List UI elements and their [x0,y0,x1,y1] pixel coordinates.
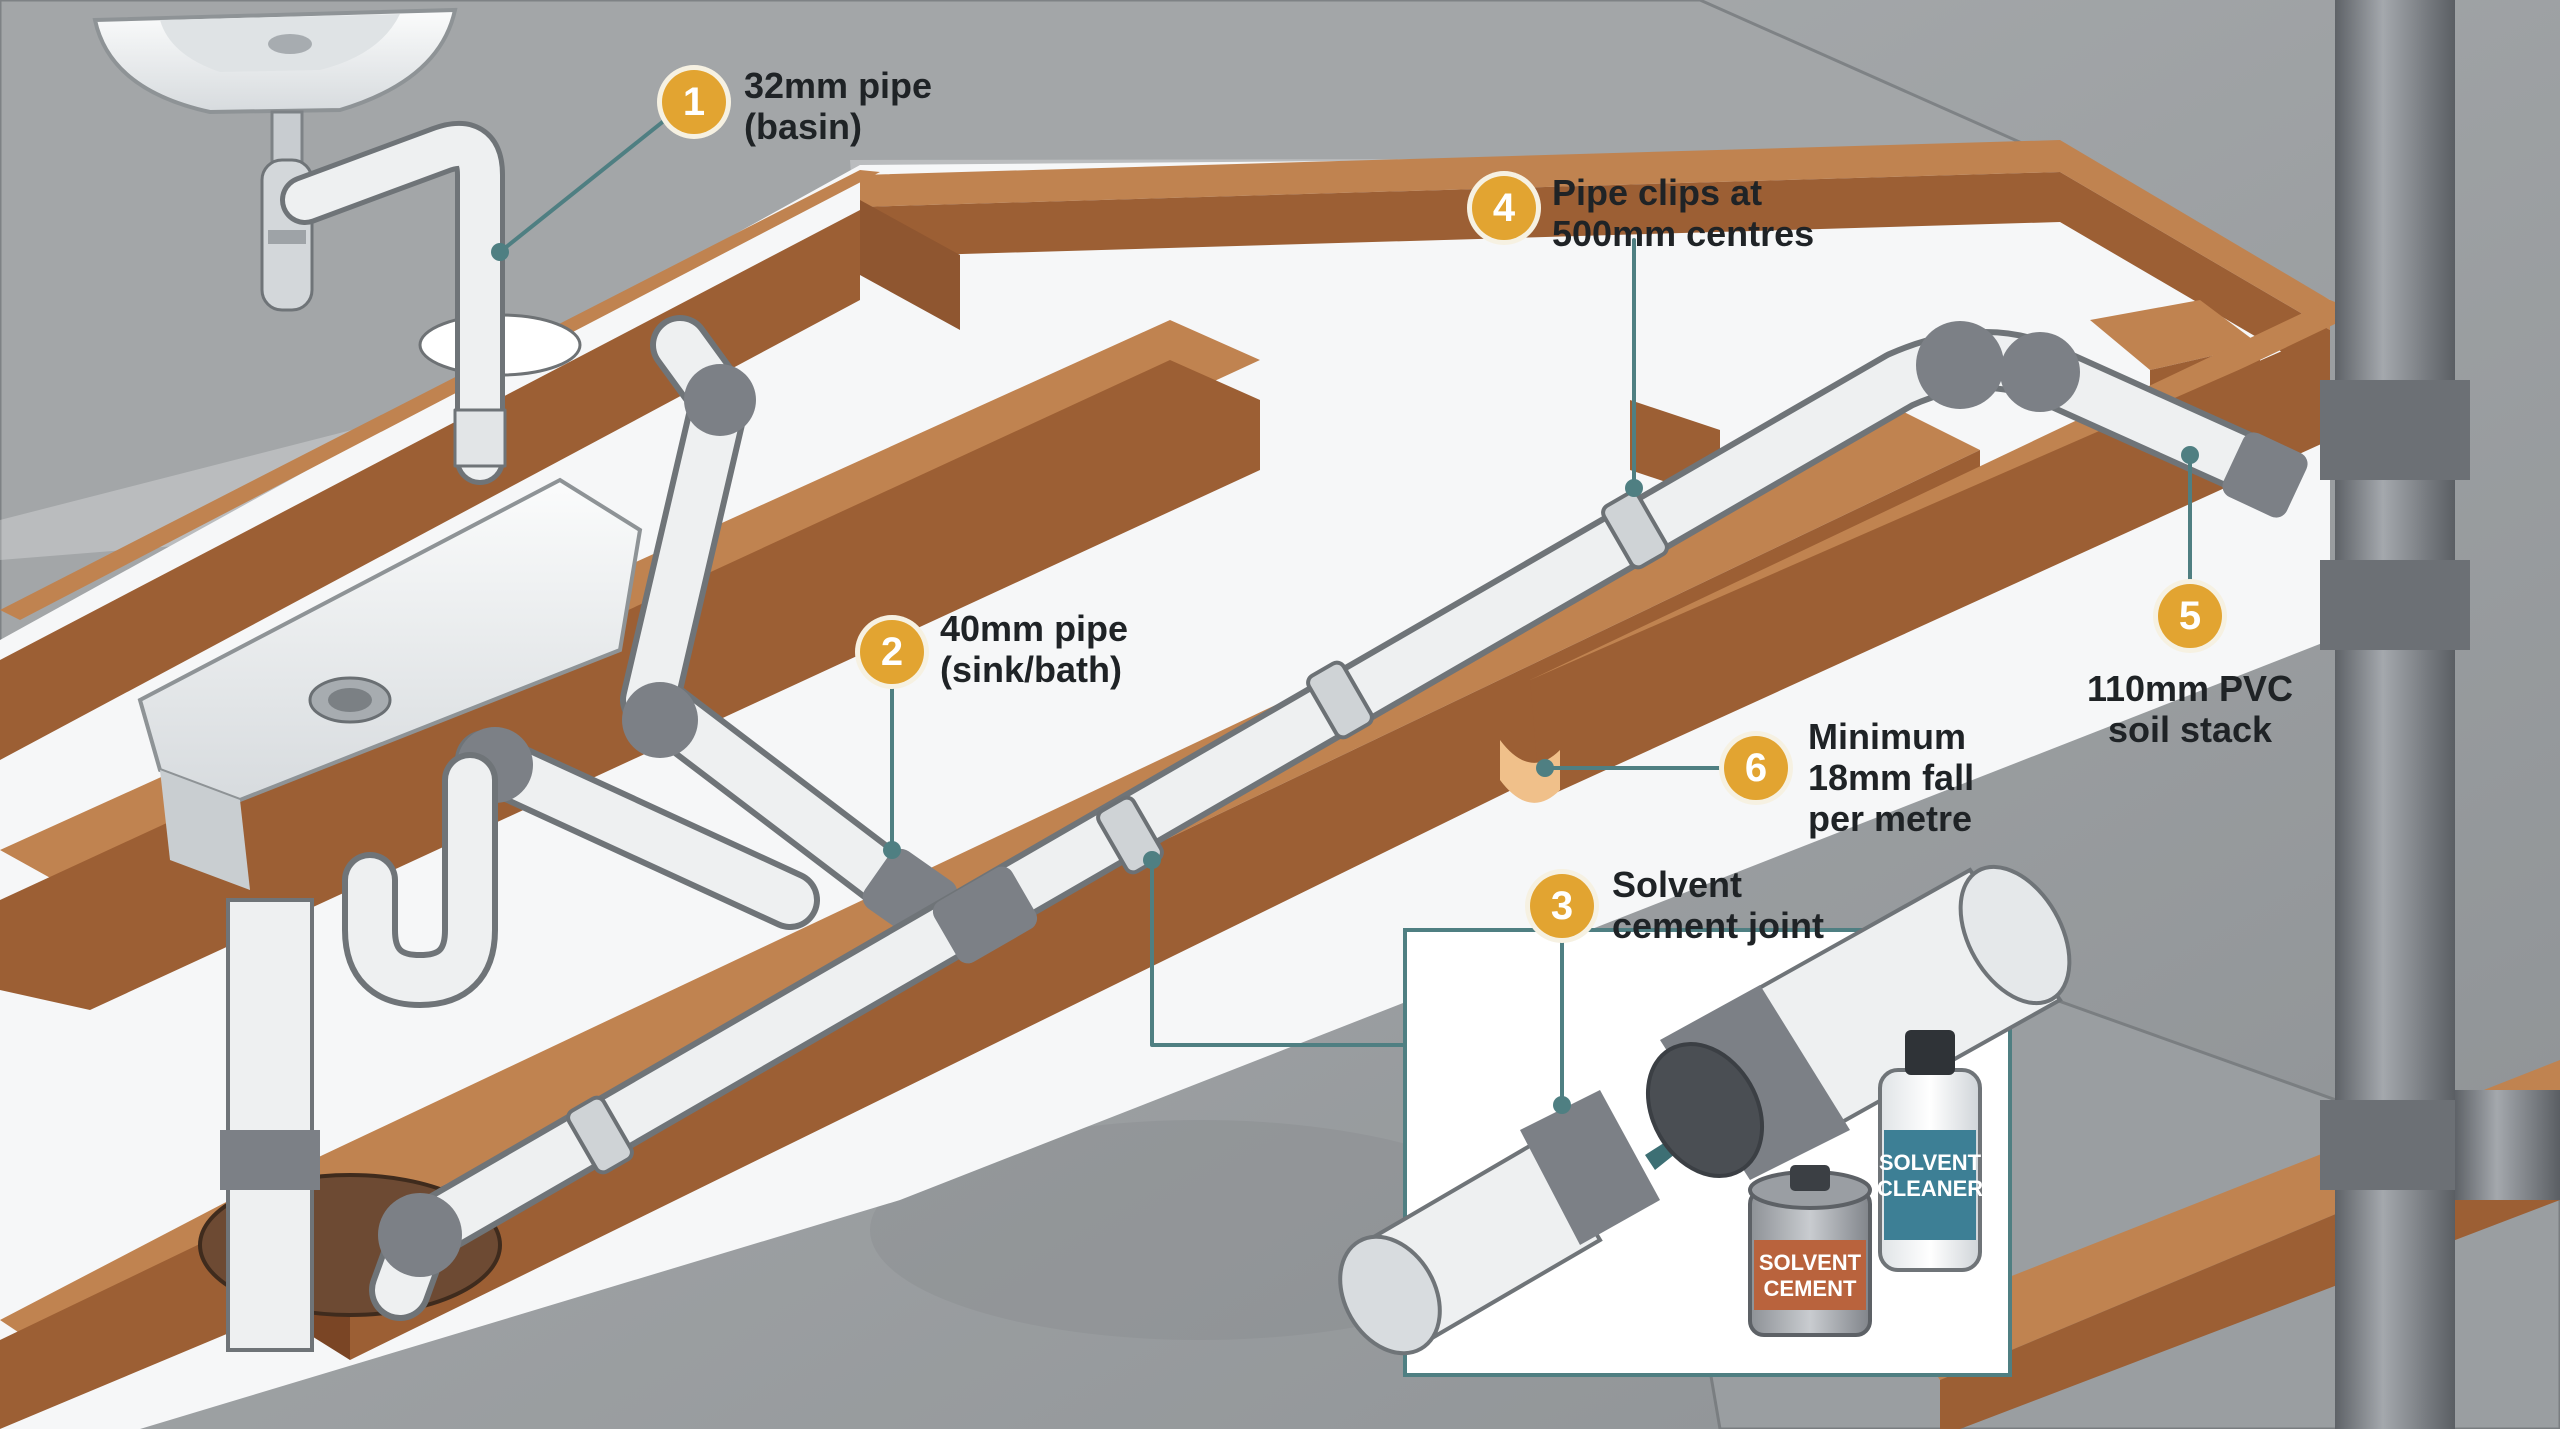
callout-label-3-line-1: Solvent [1612,864,1743,905]
cleaner-label-line2: CLEANER [1877,1176,1983,1201]
wash-basin [92,7,458,312]
joist-bottom-left [0,1200,260,1429]
cement-label-line2: CEMENT [1764,1276,1857,1301]
solvent-cement-tin: SOLVENT CEMENT [1748,1165,1872,1337]
joist-left-upper [0,170,880,760]
sink-trap [342,752,498,1009]
cement-label-line1: SOLVENT [1759,1250,1862,1275]
callout-label-3-line-2: cement joint [1612,905,1825,946]
soil-stack-110mm [2320,0,2560,1429]
callout-label-5-line-1: 110mm PVC [2086,668,2294,709]
callout-label-6-line-3: per metre [1808,798,1973,839]
callout-badge-5: 5 [2158,584,2222,648]
callout-badge-4: 4 [1472,176,1536,240]
callout-label-2-line-2: (sink/bath) [940,649,1123,690]
callout-label-2: 40mm pipe (sink/bath) [940,608,1128,690]
callout-badge-3: 3 [1530,874,1594,938]
callout-label-1-line-1: 32mm pipe [744,65,933,106]
callout-label-1: 32mm pipe (basin) [744,65,932,147]
leader-line-inset [1150,858,1407,1047]
solvent-joint-inset: SOLVENT CLEANER SOLVENT CEMENT [1338,864,2072,1377]
callout-label-6: Minimum 18mm fall per metre [1808,716,1974,839]
callout-label-6-line-1: Minimum [1808,716,1966,757]
callout-badge-1: 1 [662,70,726,134]
basin-pipe-32mm [280,121,507,485]
callout-label-2-line-1: 40mm pipe [940,608,1129,649]
callout-label-4-line-1: Pipe clips at [1552,172,1763,213]
leader-line-1 [498,118,667,254]
callout-label-3: Solvent cement joint [1612,864,1824,946]
main-run-fittings [378,321,2308,1277]
callout-label-5-line-2: soil stack [2107,709,2273,750]
cleaner-label-line1: SOLVENT [1879,1150,1982,1175]
callout-label-4: Pipe clips at 500mm centres [1552,172,1814,254]
callout-label-6-line-2: 18mm fall [1808,757,1975,798]
socket-pipe [1645,864,2072,1180]
spigot-pipe [1338,1090,1660,1356]
leader-dots [491,243,2199,1114]
solvent-cleaner-bottle: SOLVENT CLEANER [1877,1030,1983,1272]
callout-badge-2: 2 [860,620,924,684]
leader-lines [498,118,2192,1107]
callout-label-1-line-2: (basin) [744,106,863,147]
callout-label-5: 110mm PVC soil stack [2060,668,2320,750]
callout-label-4-line-2: 500mm centres [1552,213,1815,254]
callout-badge-6: 6 [1724,736,1788,800]
joist-back [860,140,2330,380]
kitchen-sink [137,477,643,890]
waste-stack-pipe [220,898,320,1352]
